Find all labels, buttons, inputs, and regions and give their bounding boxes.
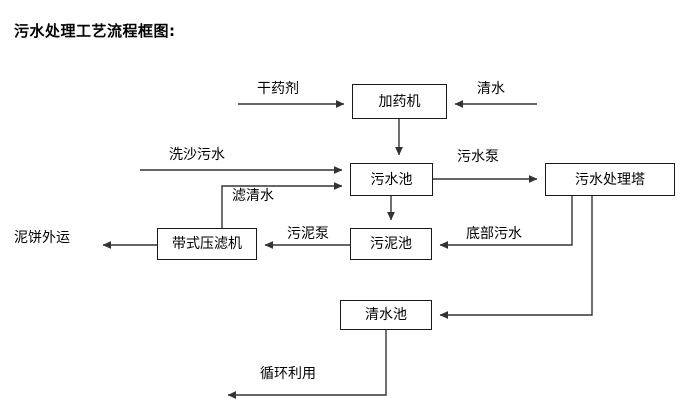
edge-label-wastewater-pump: 污水泵 — [457, 149, 499, 165]
edge-label-recycle-use: 循环利用 — [260, 366, 316, 382]
edge-clean-water-pool-to-recycle — [227, 330, 387, 399]
node-treatment-tower[interactable]: 污水处理塔 — [545, 163, 675, 196]
node-label: 带式压滤机 — [172, 236, 242, 252]
edge-label-filtered-clear-water: 滤清水 — [232, 188, 274, 204]
node-clean-water-pool[interactable]: 清水池 — [340, 300, 432, 330]
page-title: 污水处理工艺流程框图: — [14, 22, 176, 40]
edge-label-bottom-wastewater: 底部污水 — [466, 226, 522, 242]
edge-filtered-water-to-wastewater-pool — [221, 182, 343, 228]
terminal-label-mud-cake-out: 泥饼外运 — [14, 230, 70, 246]
node-label: 污泥池 — [370, 236, 412, 252]
node-label: 加药机 — [378, 93, 421, 110]
node-wastewater-pool[interactable]: 污水池 — [350, 163, 433, 196]
node-label: 污水处理塔 — [575, 171, 645, 188]
edge-label-sludge-pump: 污泥泵 — [287, 226, 329, 242]
node-dosing-machine[interactable]: 加药机 — [352, 84, 447, 119]
edge-tower-bottom-to-sludge-pool — [439, 196, 573, 249]
node-belt-filter-press[interactable]: 带式压滤机 — [157, 228, 257, 260]
edge-label-clean-water-in: 清水 — [477, 81, 505, 97]
node-label: 污水池 — [370, 171, 413, 188]
edge-tower-to-clean-water-pool — [439, 196, 593, 319]
node-label: 清水池 — [365, 307, 407, 323]
node-sludge-pool[interactable]: 污泥池 — [350, 228, 432, 260]
edge-label-dry-chemical: 干药剂 — [257, 81, 299, 97]
edge-label-sand-wash-wastewater: 洗沙污水 — [169, 147, 225, 163]
